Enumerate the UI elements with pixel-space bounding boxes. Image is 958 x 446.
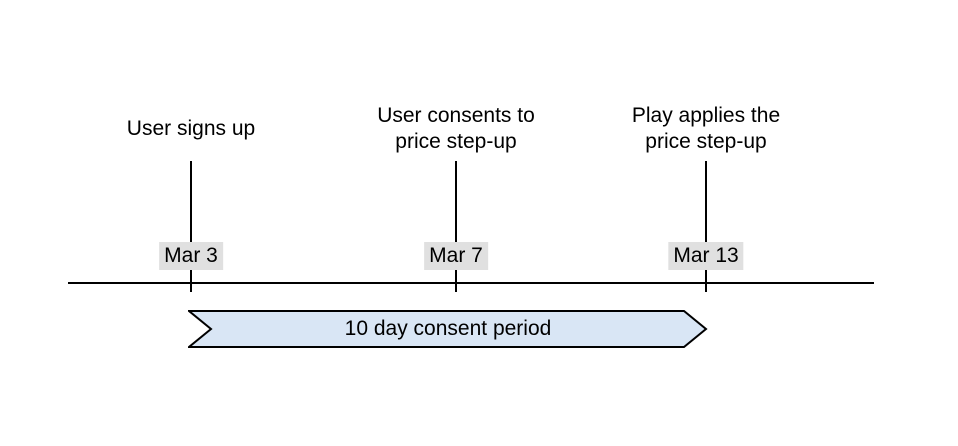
chevron-banner-polygon <box>188 310 708 348</box>
event-label-user-consents: User consents to price step-up <box>377 104 535 153</box>
event-tick-mar-7 <box>455 161 457 292</box>
event-date-badge-mar-7: Mar 7 <box>424 242 488 270</box>
event-tick-mar-3 <box>190 161 192 292</box>
consent-period-banner-shape <box>188 310 708 348</box>
consent-period-label: 10 day consent period <box>344 317 552 340</box>
timeline-line <box>68 282 874 284</box>
event-date-badge-mar-3: Mar 3 <box>159 242 223 270</box>
event-tick-mar-13 <box>705 161 707 292</box>
event-label-play-applies: Play applies the price step-up <box>631 104 781 153</box>
event-date-badge-mar-13: Mar 13 <box>668 242 744 270</box>
event-label-user-signs-up: User signs up <box>126 117 256 140</box>
